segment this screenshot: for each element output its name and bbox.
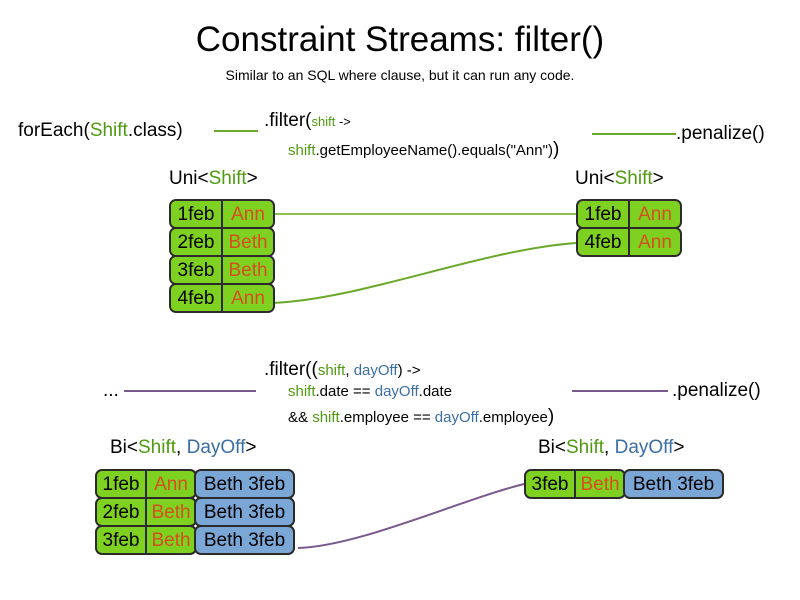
uni-left-label-suffix: > xyxy=(246,168,258,189)
foreach-suffix: .class) xyxy=(127,120,183,141)
bi-left-label: Bi<Shift, DayOff> xyxy=(110,437,256,459)
tuple-cell-date: 4feb xyxy=(578,229,630,255)
filter2-l3-p1: shift xyxy=(312,409,340,426)
filter2-arrow: ) -> xyxy=(397,362,421,379)
bi-left-label-suffix: > xyxy=(245,437,257,458)
bi-right-label-suffix: > xyxy=(673,437,685,458)
filter2-l3-t1: .employee == xyxy=(339,409,435,426)
bi-right-label-type1: Shift xyxy=(566,437,605,458)
filter2-l2-t1: .date == xyxy=(315,383,375,400)
bi-left-label-type1: Shift xyxy=(138,437,177,458)
filter2-p1: shift xyxy=(317,362,346,379)
tuple-cell-date: 4feb xyxy=(171,285,223,311)
filter2-head: .filter(( xyxy=(264,359,318,380)
bi-left-label-comma: , xyxy=(176,437,187,458)
tuple-cell-name: Ann xyxy=(630,229,680,255)
tuple-cell-date: 2feb xyxy=(95,497,147,527)
filter2-l2-p1: shift xyxy=(288,383,316,400)
tuple-cell-dayoff: Beth 3feb xyxy=(194,525,295,555)
tuple-cell-date: 2feb xyxy=(171,229,223,255)
filter2-line1: .filter((shift, dayOff) -> xyxy=(264,359,421,381)
uni-right-label-prefix: Uni< xyxy=(575,168,615,189)
tuple-cell-name: Ann xyxy=(223,201,273,227)
tuple-cell-date: 3feb xyxy=(95,525,147,555)
tuple-cell-date: 1feb xyxy=(171,201,223,227)
tuple-cell-name: Beth xyxy=(147,497,197,527)
tuple-cell-name: Beth xyxy=(147,525,197,555)
tuple-cell-dayoff: Beth 3feb xyxy=(194,497,295,527)
tuple-cell-date: 1feb xyxy=(95,469,147,499)
wire-uni-row4 xyxy=(270,242,577,304)
filter2-line3: && shift.employee == dayOff.employee) xyxy=(288,406,554,428)
filter1-line1: .filter(shift -> xyxy=(264,110,351,132)
tuple-cell-name: Beth xyxy=(223,229,273,255)
tuple-cell-name: Beth xyxy=(576,469,626,499)
uni-left-label: Uni<Shift> xyxy=(169,168,258,190)
filter1-line2: shift.getEmployeeName().equals("Ann")) xyxy=(288,139,559,161)
filter2-l2-p2: dayOff xyxy=(374,383,419,400)
filter2-l3-and: && xyxy=(288,409,313,426)
tuple-cell-date: 3feb xyxy=(171,257,223,283)
tuple-cell-name: Ann xyxy=(147,469,197,499)
uni-left-label-type: Shift xyxy=(208,168,247,189)
foreach-prefix: forEach( xyxy=(18,120,90,141)
tuple-cell-date: 1feb xyxy=(578,201,630,227)
ellipsis-node: ... xyxy=(103,380,119,401)
tuple-cell-date: 3feb xyxy=(524,469,576,499)
filter2-line2: shift.date == dayOff.date xyxy=(288,383,452,401)
page-subtitle: Similar to an SQL where clause, but it c… xyxy=(225,67,575,83)
filter1-body-param: shift xyxy=(288,142,316,159)
bi-left-label-type2: DayOff xyxy=(186,437,246,458)
tuple-cell-dayoff: Beth 3feb xyxy=(194,469,295,499)
filter2-l3-t2: .employee xyxy=(478,409,548,426)
bi-left-label-prefix: Bi< xyxy=(110,437,138,458)
filter1-close-paren: ) xyxy=(552,139,560,160)
bi-right-label: Bi<Shift, DayOff> xyxy=(538,437,684,459)
foreach-expression: forEach(Shift.class) xyxy=(18,120,183,142)
filter2-l2-t2: .date xyxy=(418,383,453,400)
filter2-l3-p2: dayOff xyxy=(434,409,479,426)
filter1-arrow: -> xyxy=(335,114,351,129)
uni-right-label-type: Shift xyxy=(614,168,653,189)
bi-right-label-type2: DayOff xyxy=(614,437,674,458)
uni-right-label: Uni<Shift> xyxy=(575,168,664,190)
tuple-cell-name: Beth xyxy=(223,257,273,283)
penalize2: .penalize() xyxy=(672,380,761,401)
filter2-close-paren: ) xyxy=(547,406,555,427)
penalize1: .penalize() xyxy=(676,123,765,144)
filter2-comma: , xyxy=(345,362,354,379)
uni-right-label-suffix: > xyxy=(652,168,664,189)
filter1-param: shift xyxy=(311,114,336,129)
filter2-p2: dayOff xyxy=(353,362,398,379)
tuple-cell-name: Ann xyxy=(223,285,273,311)
tuple-cell-name: Ann xyxy=(630,201,680,227)
foreach-type: Shift xyxy=(89,120,128,141)
uni-left-label-prefix: Uni< xyxy=(169,168,209,189)
bi-right-label-comma: , xyxy=(604,437,615,458)
bi-right-label-prefix: Bi< xyxy=(538,437,566,458)
filter1-head: .filter( xyxy=(264,110,312,131)
tuple-cell-dayoff: Beth 3feb xyxy=(623,469,724,499)
page-title: Constraint Streams: filter() xyxy=(195,20,605,59)
filter1-body-text: .getEmployeeName().equals("Ann") xyxy=(315,142,553,159)
wire-bi-row3 xyxy=(297,483,525,549)
